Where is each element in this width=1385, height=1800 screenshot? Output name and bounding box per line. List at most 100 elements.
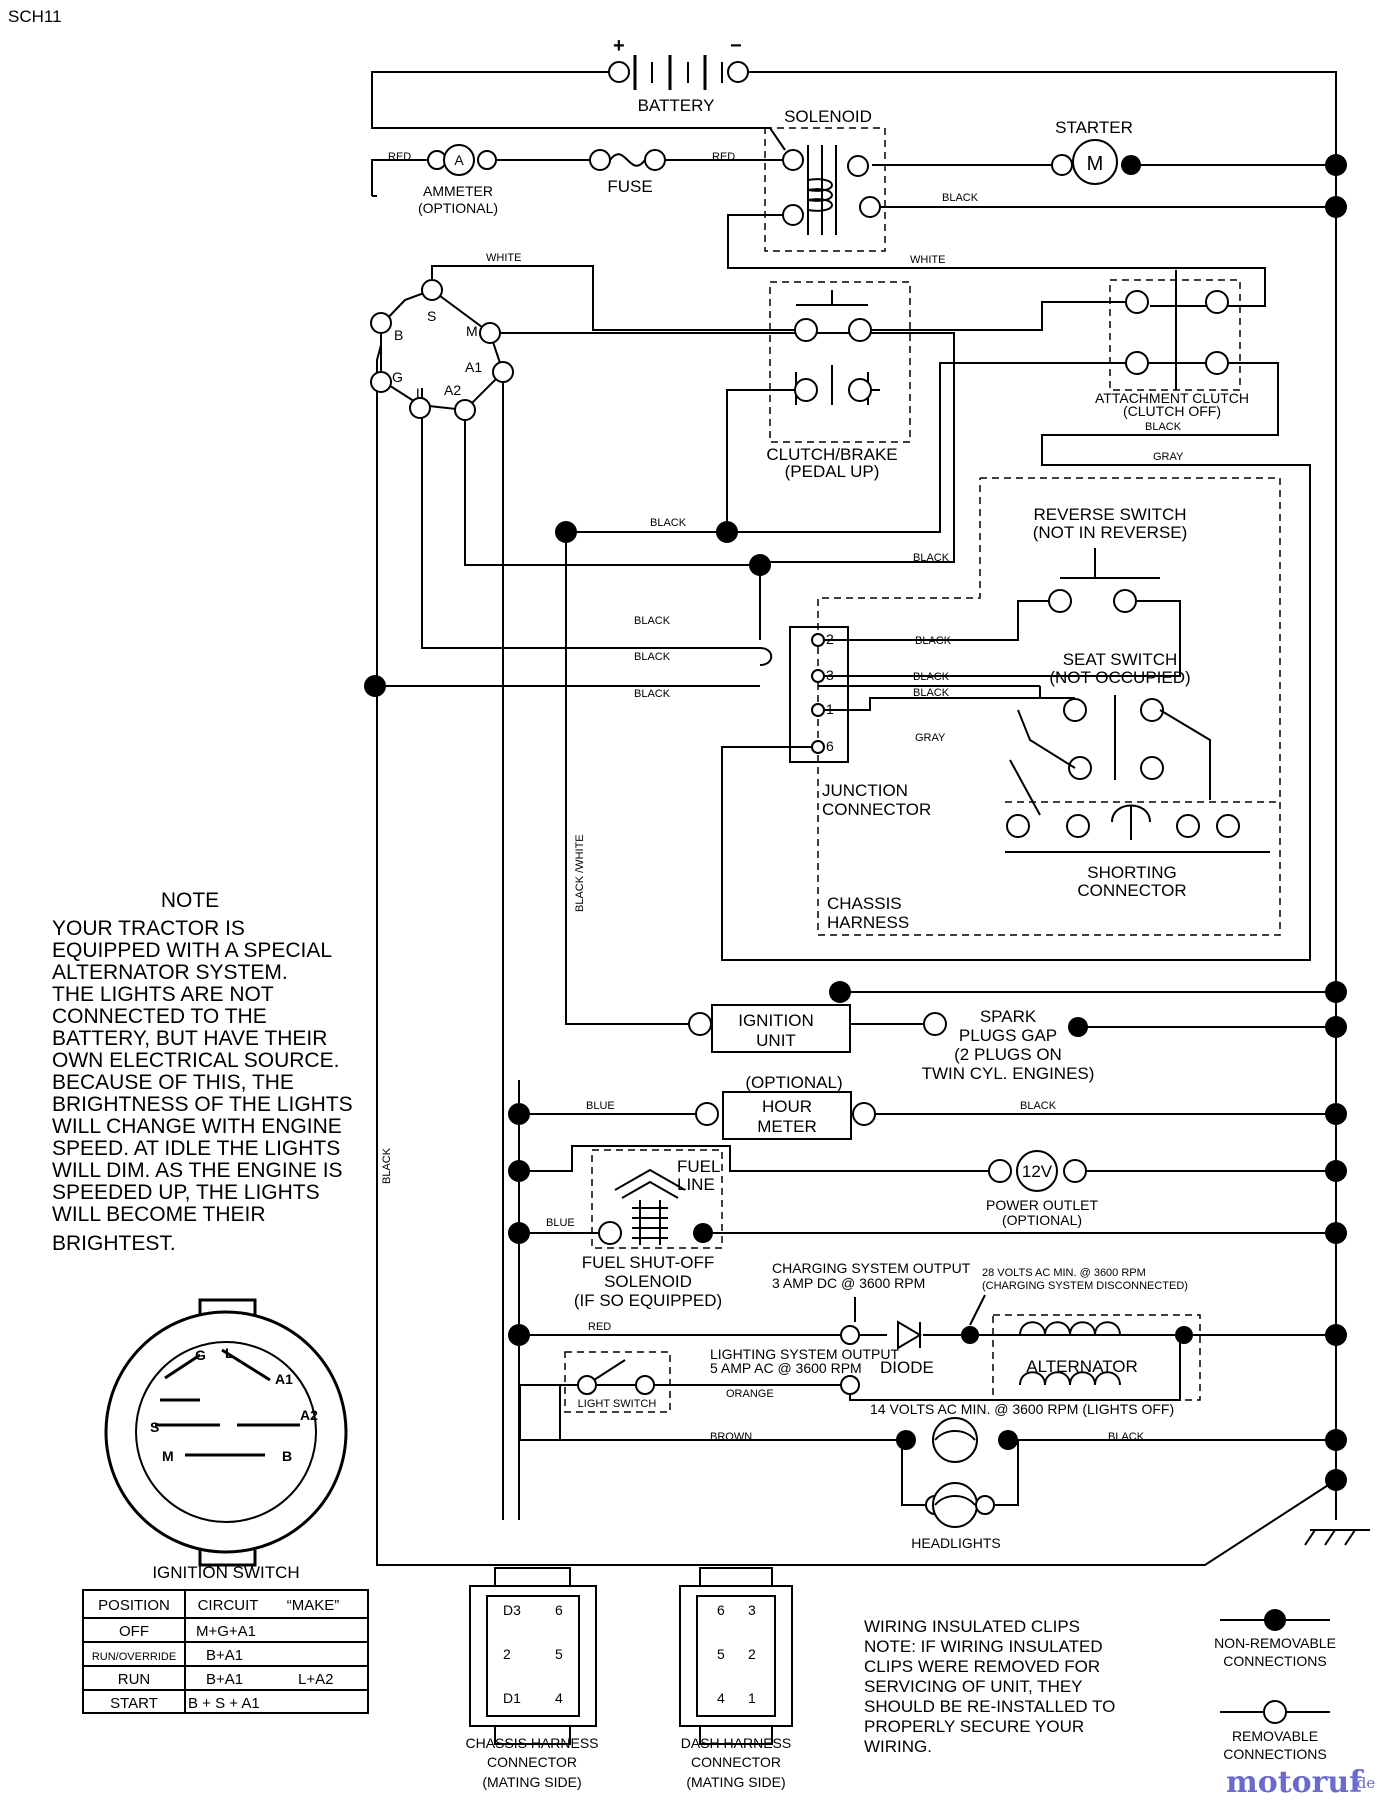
wire-label-black-white: BLACK /WHITE bbox=[574, 834, 586, 912]
dash-connector-label-3: (MATING SIDE) bbox=[686, 1774, 785, 1790]
volts-28-label-2: (CHARGING SYSTEM DISCONNECTED) bbox=[982, 1280, 1188, 1292]
junction-label-1: JUNCTION bbox=[822, 781, 908, 800]
wire-label-black-12: BLACK bbox=[1108, 1431, 1145, 1443]
chassis-connector-label-3: (MATING SIDE) bbox=[482, 1774, 581, 1790]
volts-14-label: 14 VOLTS AC MIN. @ 3600 RPM (LIGHTS OFF) bbox=[870, 1401, 1174, 1417]
fuel-solenoid-label-2: SOLENOID bbox=[604, 1272, 692, 1291]
ignition-table: POSITION CIRCUIT “MAKE” OFF M+G+A1 RUN/O… bbox=[82, 1589, 369, 1714]
note-title: NOTE bbox=[161, 889, 219, 912]
wire-label-white-2: WHITE bbox=[910, 254, 945, 266]
lighting-output-label-1: LIGHTING SYSTEM OUTPUT bbox=[710, 1346, 899, 1362]
note-line: BRIGHTNESS OF THE LIGHTS bbox=[52, 1093, 353, 1116]
reverse-switch-label-2: (NOT IN REVERSE) bbox=[1033, 523, 1188, 542]
face-label-a1: A1 bbox=[275, 1371, 293, 1387]
ignition-unit: IGNITION UNIT bbox=[688, 1004, 851, 1053]
note-line: THE LIGHTS ARE NOT bbox=[52, 983, 274, 1006]
clips-note: WIRING INSULATED CLIPS NOTE: IF WIRING I… bbox=[864, 1617, 1115, 1756]
dash-pin: 5 bbox=[717, 1646, 725, 1662]
clips-note-line: SHOULD BE RE-INSTALLED TO bbox=[864, 1697, 1115, 1716]
terminal-g: G bbox=[392, 369, 403, 385]
starter: STARTER M bbox=[1051, 118, 1141, 185]
battery-minus: − bbox=[730, 35, 742, 57]
chassis-pin: 4 bbox=[555, 1690, 563, 1706]
solenoid-label: SOLENOID bbox=[784, 107, 872, 126]
chassis-harness-label-1: CHASSIS bbox=[827, 894, 902, 913]
power-outlet-symbol: 12V bbox=[1022, 1162, 1053, 1181]
diode-label: DIODE bbox=[880, 1358, 934, 1377]
dash-harness-connector: 6 3 5 2 4 1 DASH HARNESS CONNECTOR (MATI… bbox=[679, 1567, 793, 1790]
charging-output-label-2: 3 AMP DC @ 3600 RPM bbox=[772, 1275, 925, 1291]
wire-label-black-5: BLACK bbox=[634, 615, 671, 627]
table-row-position: RUN/OVERRIDE bbox=[92, 1651, 176, 1663]
face-label-g: G bbox=[195, 1347, 206, 1363]
face-label-b: B bbox=[282, 1448, 292, 1464]
chassis-pin: 6 bbox=[555, 1602, 563, 1618]
clutch-brake-label-2: (PEDAL UP) bbox=[785, 462, 880, 481]
junction-connector: 2 3 1 6 JUNCTION CONNECTOR bbox=[789, 626, 931, 819]
note-line: BATTERY, BUT HAVE THEIR bbox=[52, 1027, 327, 1050]
dash-connector-label-1: DASH HARNESS bbox=[681, 1735, 791, 1751]
fuel-solenoid-label-3: (IF SO EQUIPPED) bbox=[574, 1291, 722, 1310]
headlights: HEADLIGHTS bbox=[896, 1417, 1018, 1551]
terminal-l: L bbox=[416, 385, 424, 401]
table-row-position: RUN bbox=[118, 1671, 151, 1688]
chassis-pin: 5 bbox=[555, 1646, 563, 1662]
note-line: EQUIPPED WITH A SPECIAL bbox=[52, 939, 332, 962]
table-header-circuit: CIRCUIT bbox=[198, 1597, 259, 1614]
table-row-position: OFF bbox=[119, 1623, 149, 1640]
clips-note-line: WIRING INSULATED CLIPS bbox=[864, 1617, 1080, 1636]
hour-meter: (OPTIONAL) HOUR METER bbox=[695, 1073, 876, 1140]
table-row-circuit: B+A1 bbox=[206, 1647, 243, 1664]
watermark-suffix: .de bbox=[1352, 1774, 1375, 1792]
chassis-harness-label-2: HARNESS bbox=[827, 913, 909, 932]
watermark-name: motoruf bbox=[1226, 1765, 1364, 1800]
ignition-switch-face: G L A1 S A2 M B IGNITION SWITCH bbox=[104, 1298, 348, 1582]
terminal-a2: A2 bbox=[444, 382, 461, 398]
face-label-m: M bbox=[162, 1448, 174, 1464]
dash-pin: 6 bbox=[717, 1602, 725, 1618]
chassis-harness-connector: D3 6 2 5 D1 4 CHASSIS HARNESS CONNECTOR … bbox=[465, 1567, 599, 1790]
fuel-line-label-1: FUEL bbox=[677, 1157, 720, 1176]
spark-label-4: TWIN CYL. ENGINES) bbox=[922, 1064, 1095, 1083]
clips-note-line: PROPERLY SECURE YOUR bbox=[864, 1717, 1084, 1736]
chassis-connector-label-1: CHASSIS HARNESS bbox=[465, 1735, 598, 1751]
wire-label-red-2: RED bbox=[712, 151, 735, 163]
clips-note-line: WIRING. bbox=[864, 1737, 932, 1756]
chassis-pin: D1 bbox=[503, 1690, 521, 1706]
watermark: motoruf .de bbox=[1226, 1765, 1375, 1800]
solenoid: SOLENOID bbox=[764, 107, 886, 252]
table-row-position: START bbox=[110, 1695, 158, 1712]
dash-pin: 1 bbox=[748, 1690, 756, 1706]
legend-removable-1: REMOVABLE bbox=[1232, 1728, 1318, 1744]
face-label-s: S bbox=[150, 1419, 159, 1435]
ammeter: A AMMETER (OPTIONAL) bbox=[418, 144, 498, 216]
wire-label-black-10: BLACK bbox=[913, 687, 950, 699]
attachment-clutch-label-2: (CLUTCH OFF) bbox=[1123, 403, 1221, 419]
wire-label-red-3: RED bbox=[588, 1321, 611, 1333]
headlights-label: HEADLIGHTS bbox=[911, 1535, 1000, 1551]
starter-label: STARTER bbox=[1055, 118, 1133, 137]
power-outlet: 12V POWER OUTLET (OPTIONAL) bbox=[986, 1150, 1098, 1228]
dash-connector-label-2: CONNECTOR bbox=[691, 1754, 781, 1770]
charging-system: CHARGING SYSTEM OUTPUT 3 AMP DC @ 3600 R… bbox=[710, 1260, 1201, 1417]
spark-plugs: SPARK PLUGS GAP (2 PLUGS ON TWIN CYL. EN… bbox=[922, 1007, 1095, 1083]
spark-label-2: PLUGS GAP bbox=[959, 1026, 1057, 1045]
terminal-m: M bbox=[466, 323, 478, 339]
shorting-connector-label-2: CONNECTOR bbox=[1077, 881, 1186, 900]
table-header-position: POSITION bbox=[98, 1597, 170, 1614]
table-row-make: L+A2 bbox=[298, 1671, 333, 1688]
spark-label-1: SPARK bbox=[980, 1007, 1037, 1026]
seat-switch-label-1: SEAT SWITCH bbox=[1063, 650, 1178, 669]
power-outlet-label-1: POWER OUTLET bbox=[986, 1197, 1098, 1213]
wire-label-black-8: BLACK bbox=[915, 635, 952, 647]
ignition-switch-title: IGNITION SWITCH bbox=[152, 1563, 299, 1582]
dash-pin: 4 bbox=[717, 1690, 725, 1706]
clutch-brake-label-1: CLUTCH/BRAKE bbox=[766, 445, 897, 464]
dash-pin: 2 bbox=[748, 1646, 756, 1662]
ammeter-symbol: A bbox=[454, 152, 464, 168]
wire-label-white-1: WHITE bbox=[486, 252, 521, 264]
junction-pin-2: 2 bbox=[826, 631, 834, 647]
wire-label-black-2: BLACK bbox=[1145, 421, 1182, 433]
wire-label-black-7: BLACK bbox=[634, 688, 671, 700]
note-line: YOUR TRACTOR IS bbox=[52, 917, 245, 940]
